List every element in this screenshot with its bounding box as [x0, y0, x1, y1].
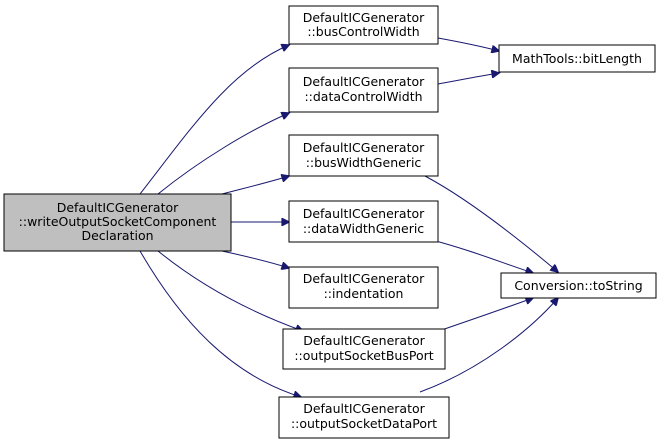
- node-busControlWidth-line2: ::busControlWidth: [307, 24, 419, 39]
- node-root-line2: ::writeOutputSocketComponent: [19, 214, 217, 229]
- edge-dataWidthGeneric-to-toString: [431, 239, 533, 273]
- node-busWidthGeneric[interactable]: DefaultICGenerator ::busWidthGeneric: [288, 134, 439, 177]
- edge-dataControlWidth-to-bitLength: [437, 73, 499, 85]
- edge-root-to-outputSocketDataPort: [139, 250, 301, 397]
- node-indentation-line1: DefaultICGenerator: [303, 271, 425, 286]
- edge-busControlWidth-to-bitLength: [437, 37, 499, 51]
- node-indentation-line2: ::indentation: [324, 286, 404, 301]
- node-busControlWidth-line1: DefaultICGenerator: [303, 10, 425, 25]
- node-indentation[interactable]: DefaultICGenerator ::indentation: [288, 266, 439, 309]
- node-dataControlWidth[interactable]: DefaultICGenerator ::dataControlWidth: [288, 67, 439, 113]
- node-root-line3: Declaration: [81, 228, 153, 243]
- node-busWidthGeneric-line2: ::busWidthGeneric: [306, 155, 422, 170]
- node-dataWidthGeneric-line2: ::dataWidthGeneric: [303, 221, 424, 236]
- node-bitLength[interactable]: MathTools::bitLength: [498, 44, 656, 73]
- node-busControlWidth[interactable]: DefaultICGenerator ::busControlWidth: [288, 5, 439, 45]
- edge-root-to-busWidthGeneric: [221, 176, 289, 195]
- node-root-line1: DefaultICGenerator: [57, 200, 179, 215]
- node-dataWidthGeneric-line1: DefaultICGenerator: [303, 206, 425, 221]
- node-busWidthGeneric-line1: DefaultICGenerator: [303, 140, 425, 155]
- node-outputSocketBusPort-line1: DefaultICGenerator: [303, 333, 425, 348]
- node-outputSocketDataPort-line2: ::outputSocketDataPort: [291, 416, 437, 431]
- node-root[interactable]: DefaultICGenerator ::writeOutputSocketCo…: [3, 193, 232, 252]
- edge-root-to-dataControlWidth: [157, 113, 289, 195]
- node-toString-line1: Conversion::toString: [514, 278, 642, 293]
- edge-outputSocketDataPort-to-toString: [419, 298, 558, 393]
- edge-root-to-outputSocketBusPort: [157, 250, 303, 331]
- node-dataControlWidth-line2: ::dataControlWidth: [304, 89, 422, 104]
- node-outputSocketBusPort-line2: ::outputSocketBusPort: [294, 348, 433, 363]
- edge-root-to-busControlWidth: [139, 45, 289, 195]
- node-bitLength-line1: MathTools::bitLength: [512, 51, 642, 66]
- edge-root-to-indentation: [221, 250, 289, 268]
- node-outputSocketDataPort-line1: DefaultICGenerator: [303, 401, 425, 416]
- node-toString[interactable]: Conversion::toString: [500, 272, 657, 299]
- node-dataControlWidth-line1: DefaultICGenerator: [303, 74, 425, 89]
- node-dataWidthGeneric[interactable]: DefaultICGenerator ::dataWidthGeneric: [288, 200, 439, 243]
- node-outputSocketDataPort[interactable]: DefaultICGenerator ::outputSocketDataPor…: [278, 396, 450, 439]
- node-outputSocketBusPort[interactable]: DefaultICGenerator ::outputSocketBusPort: [282, 328, 446, 370]
- edge-busWidthGeneric-to-toString: [424, 175, 558, 272]
